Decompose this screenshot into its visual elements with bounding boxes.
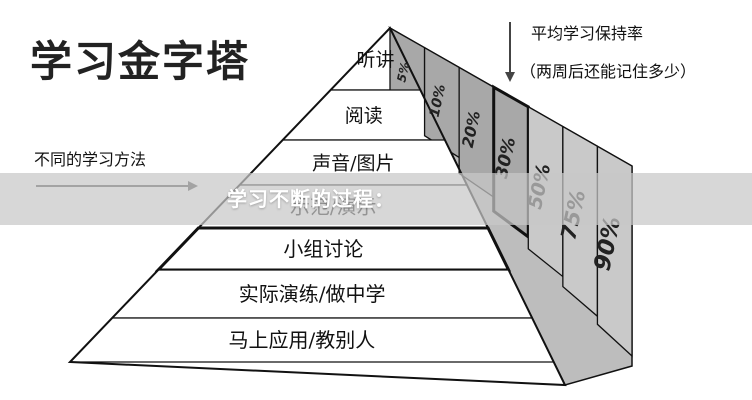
retention-percentage: 10%	[427, 83, 450, 119]
arrow-down-icon	[505, 22, 515, 82]
left-caption: 不同的学习方法	[34, 150, 147, 169]
pyramid-layer-label: 马上应用/教别人	[228, 328, 375, 352]
right-caption-line2: （两周后还能记住多少）	[520, 62, 697, 81]
pyramid-layer-label: 听讲	[356, 49, 394, 71]
diagram-title: 学习金字塔	[30, 37, 251, 86]
pyramid-layer-label: 阅读	[345, 105, 383, 127]
overlay-band	[0, 173, 752, 225]
overlay-caption: 学习不断的过程：	[227, 187, 395, 211]
retention-percentage: 5%	[394, 61, 412, 84]
pyramid-layer-label: 实际演练/做中学	[239, 282, 386, 306]
pyramid-layer-label: 声音/图片	[312, 153, 394, 175]
right-caption-line1: 平均学习保持率	[531, 24, 644, 43]
pyramid-layer-label: 小组讨论	[283, 237, 363, 261]
